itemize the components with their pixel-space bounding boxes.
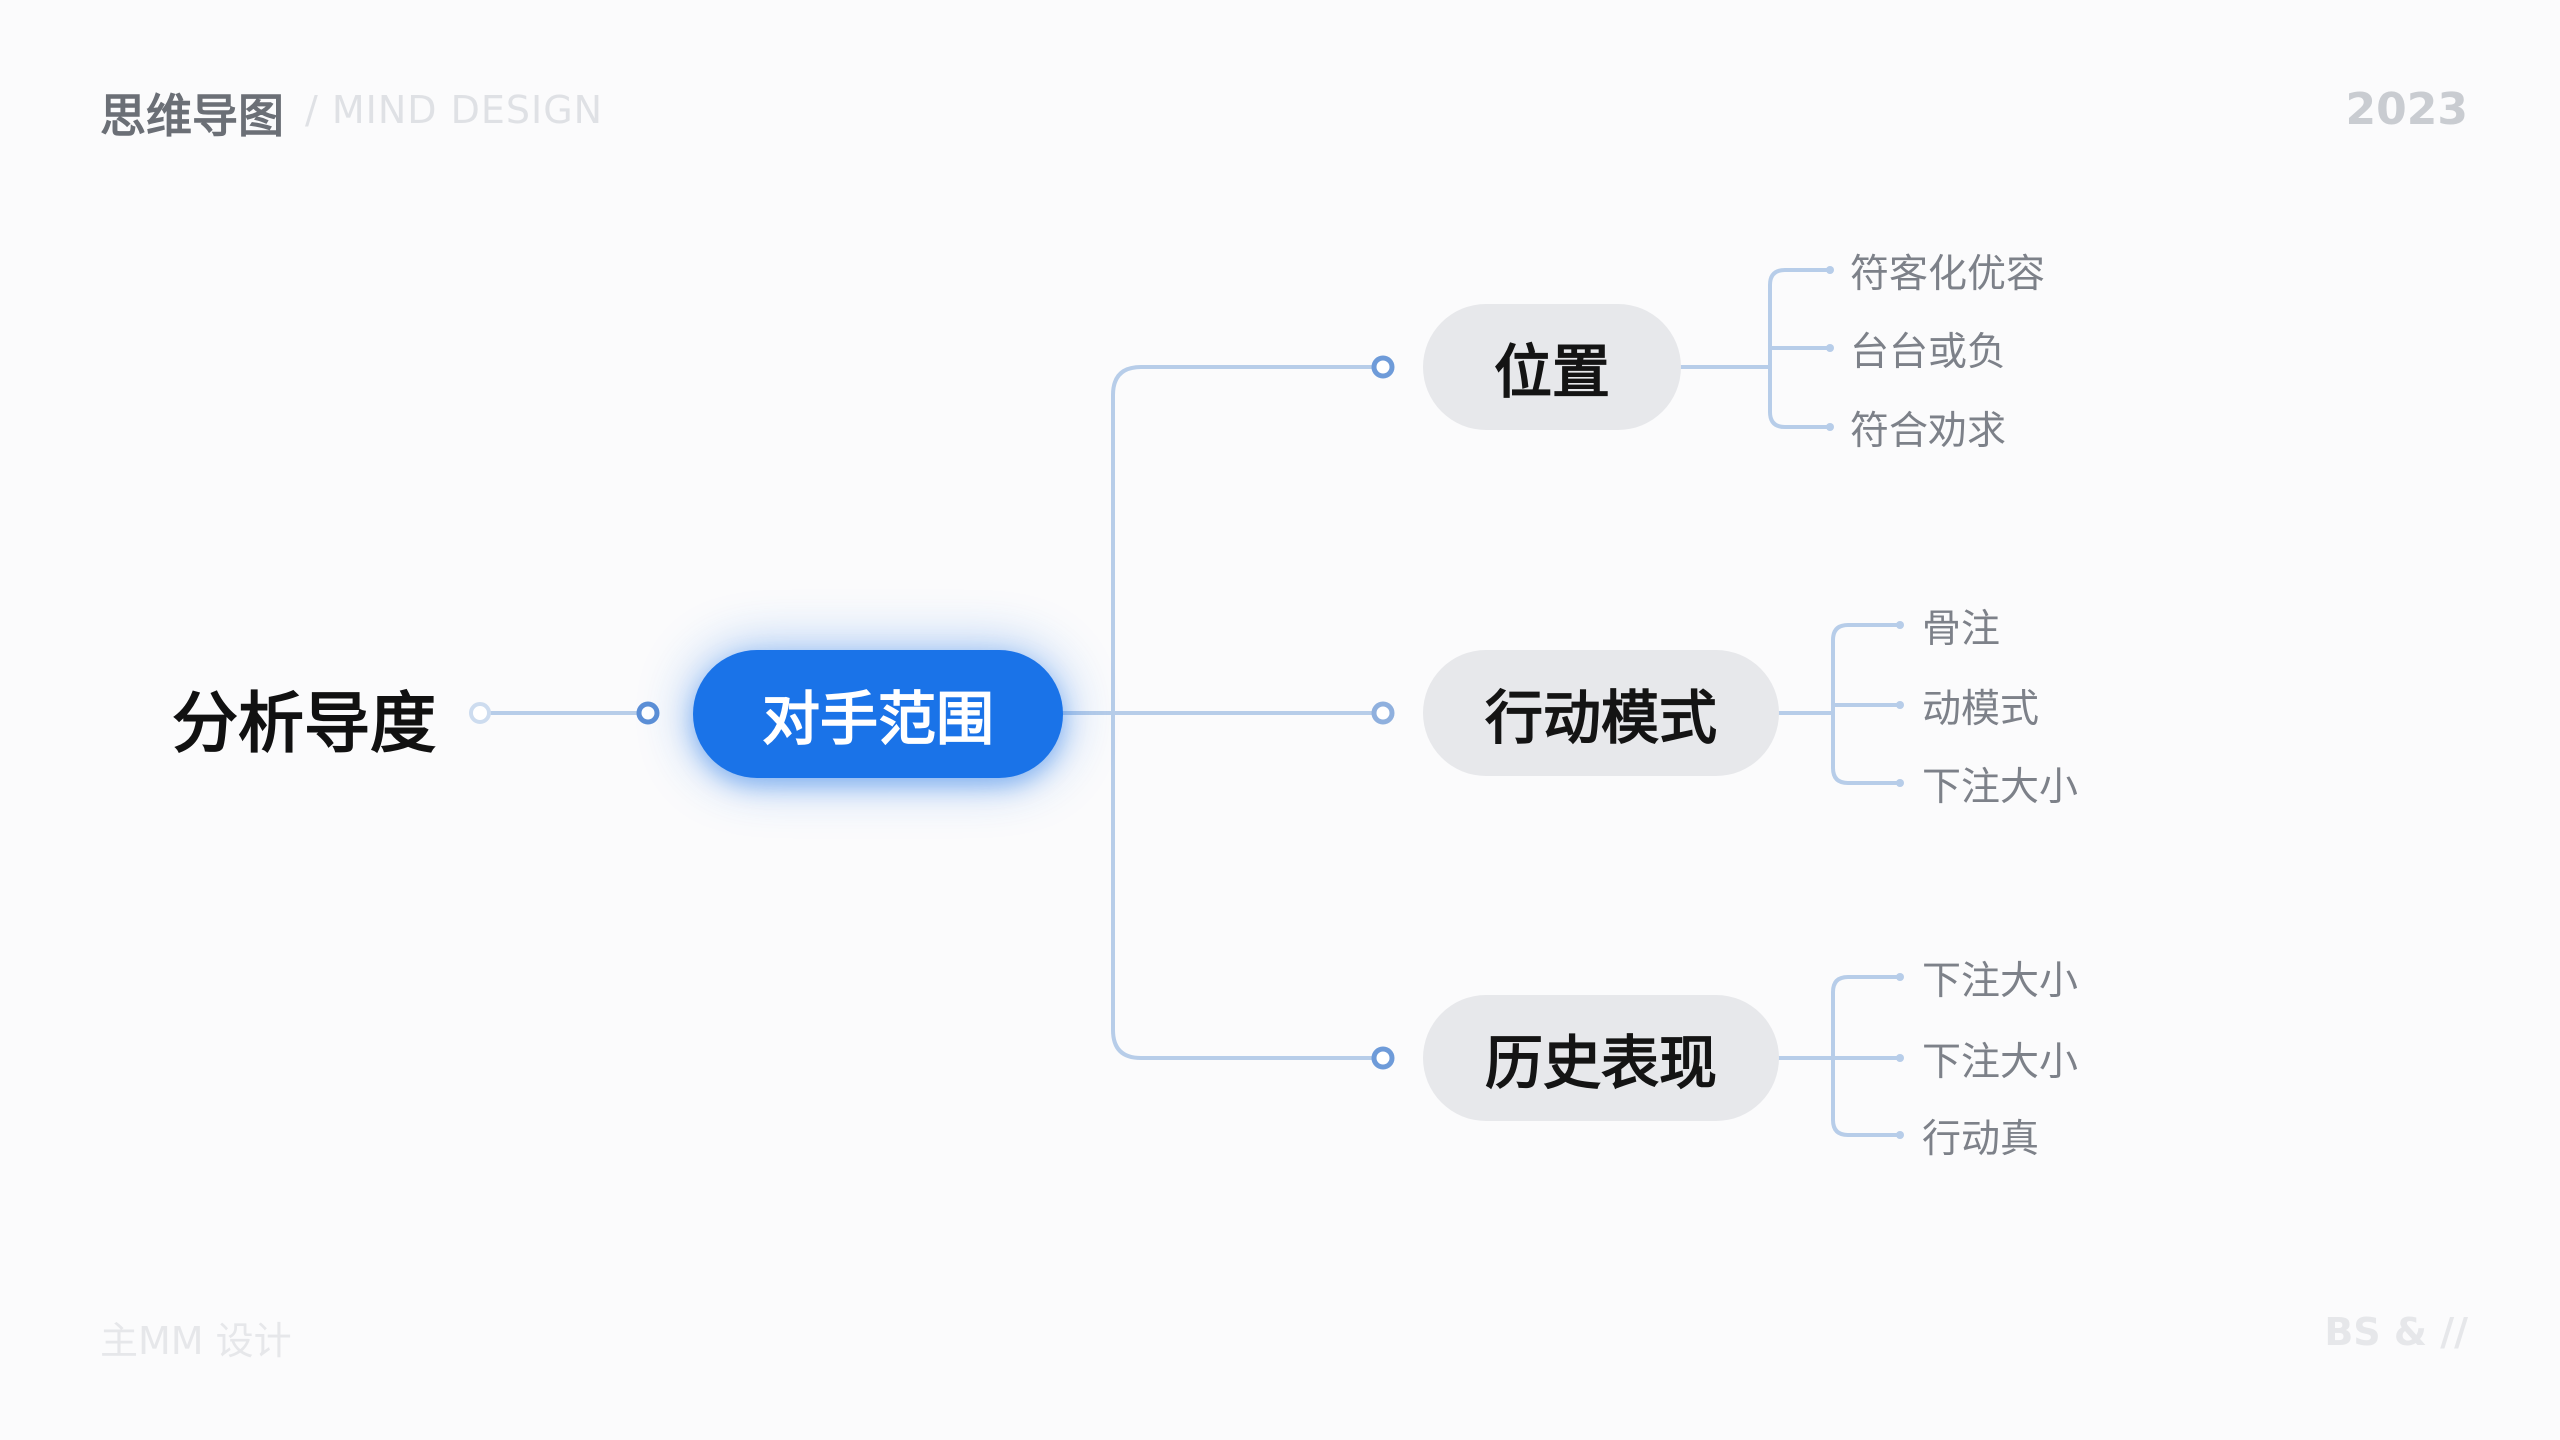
branch2-endpoint-dot bbox=[1371, 1046, 1395, 1070]
leaf-node[interactable]: 行动真 bbox=[1922, 1117, 2040, 1162]
leaf-dot bbox=[1896, 701, 1904, 709]
leaf-node[interactable]: 骨注 bbox=[1922, 607, 2001, 652]
branch-node-label: 行动模式 bbox=[1484, 684, 1717, 752]
link-branch0-leaf0 bbox=[1768, 268, 1832, 369]
header-subtitle: / MIND DESIGN bbox=[305, 88, 604, 132]
link-center-branch-2 bbox=[1111, 711, 1385, 1060]
link-branch1-leaf2 bbox=[1831, 711, 1902, 785]
link-branch0-leaf2 bbox=[1768, 365, 1832, 429]
link-center-branch-0 bbox=[1111, 365, 1385, 715]
branch-node-position[interactable]: 位置 bbox=[1423, 304, 1681, 430]
leaf-dot bbox=[1896, 1054, 1904, 1062]
leaf-dot bbox=[1896, 1131, 1904, 1139]
leaf-node[interactable]: 下注大小 bbox=[1922, 959, 2079, 1004]
footer-brand: 主MM 设计 bbox=[100, 1319, 292, 1363]
link-branch1-leaf0 bbox=[1831, 623, 1902, 715]
branch0-endpoint-dot bbox=[1371, 355, 1395, 379]
branch-node-label: 位置 bbox=[1493, 338, 1610, 406]
leaf-node[interactable]: 台台或负 bbox=[1850, 330, 2007, 375]
center-node[interactable]: 对手范围 bbox=[693, 650, 1063, 778]
leaf-node[interactable]: 下注大小 bbox=[1922, 1040, 2079, 1085]
leaf-dot bbox=[1826, 266, 1834, 274]
footer-mark: BS & // bbox=[2324, 1310, 2468, 1354]
leaf-node[interactable]: 符客化优容 bbox=[1850, 252, 2046, 297]
leaf-dot bbox=[1826, 344, 1834, 352]
branch-node-action-pattern[interactable]: 行动模式 bbox=[1423, 650, 1779, 776]
header-title: 思维导图 bbox=[100, 89, 284, 143]
link-branch2-leaf2 bbox=[1831, 1056, 1902, 1137]
link-branch2-leaf0 bbox=[1831, 975, 1902, 1060]
leaf-dot bbox=[1896, 621, 1904, 629]
leaf-node[interactable]: 下注大小 bbox=[1922, 765, 2079, 810]
leaf-dot bbox=[1826, 423, 1834, 431]
branch1-endpoint-dot bbox=[1371, 701, 1395, 725]
root-node[interactable]: 分析导度 bbox=[172, 685, 436, 762]
leaf-dot bbox=[1896, 779, 1904, 787]
leaf-node[interactable]: 动模式 bbox=[1922, 687, 2040, 732]
header-year: 2023 bbox=[2345, 84, 2468, 135]
center-endpoint-dot bbox=[636, 701, 660, 725]
center-node-label: 对手范围 bbox=[761, 685, 994, 753]
branch-node-label: 历史表现 bbox=[1484, 1029, 1717, 1097]
leaf-dot bbox=[1896, 973, 1904, 981]
leaf-node[interactable]: 符合劝求 bbox=[1850, 409, 2007, 454]
branch-node-history[interactable]: 历史表现 bbox=[1423, 995, 1779, 1121]
root-endpoint-dot bbox=[469, 702, 491, 724]
